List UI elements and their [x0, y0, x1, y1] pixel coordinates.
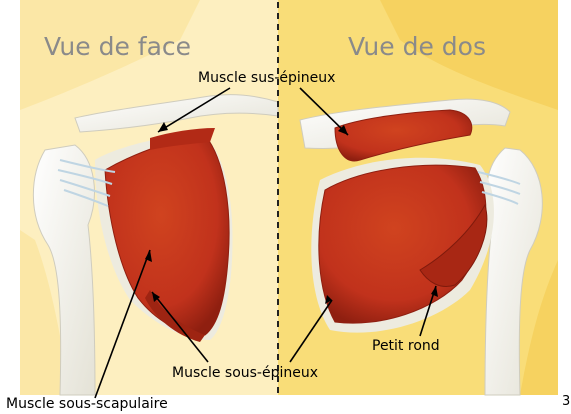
label-subscapularis: Muscle sous-scapulaire [6, 396, 168, 412]
page-number: 3 [562, 394, 570, 409]
label-infraspinatus: Muscle sous-épineux [172, 365, 318, 381]
label-supraspinatus: Muscle sus-épineux [198, 70, 335, 86]
back-view-title: Vue de dos [348, 32, 486, 61]
front-view-title: Vue de face [44, 32, 191, 61]
label-teres-minor: Petit rond [372, 338, 440, 354]
